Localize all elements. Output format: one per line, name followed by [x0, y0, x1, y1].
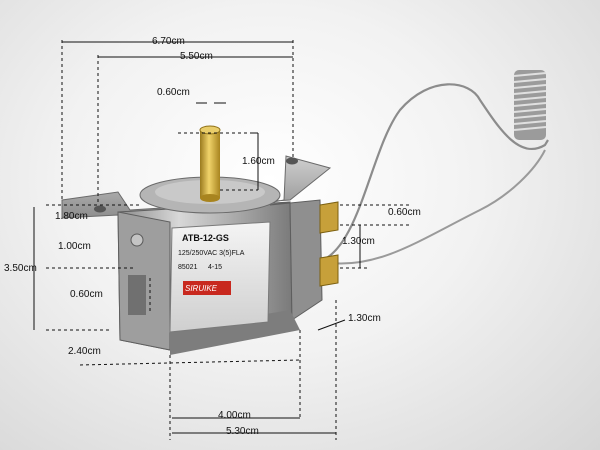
dimension-arrows: [33, 41, 361, 434]
capillary-tube: [317, 83, 549, 264]
terminals: [319, 201, 339, 287]
label-date: 4-15: [208, 264, 223, 271]
dim-base-width: 5.30cm: [226, 426, 259, 437]
dimension-lines: [46, 40, 412, 440]
dim-side-tab-width: 0.60cm: [70, 289, 103, 300]
sensor-coil: [513, 70, 547, 140]
dim-capillary-offset: 1.30cm: [348, 313, 381, 324]
dim-total-width: 6.70cm: [152, 36, 185, 47]
dim-base-height: 2.40cm: [68, 346, 101, 357]
label-code: 85021: [178, 264, 198, 271]
dim-shaft-height: 1.60cm: [242, 156, 275, 167]
label-brand: SIRUIKE: [185, 284, 218, 293]
label-model: ATB-12-GS: [182, 233, 229, 243]
side-clip: [128, 275, 146, 315]
dim-bracket-offset: 1.00cm: [58, 241, 91, 252]
dim-mount-hole-spacing: 5.50cm: [180, 51, 213, 62]
dim-bracket-height: 1.80cm: [55, 211, 88, 222]
dim-body-width: 4.00cm: [218, 410, 251, 421]
dim-terminal-width: 0.60cm: [388, 207, 421, 218]
shaft: [200, 130, 220, 198]
label-plate: [169, 221, 271, 333]
label-rating: 125/250VAC 3(5)FLA: [178, 250, 245, 257]
dim-body-height: 3.50cm: [4, 263, 37, 274]
dim-shaft-diameter: 0.60cm: [157, 87, 190, 98]
dim-terminal-spacing: 1.30cm: [342, 236, 375, 247]
